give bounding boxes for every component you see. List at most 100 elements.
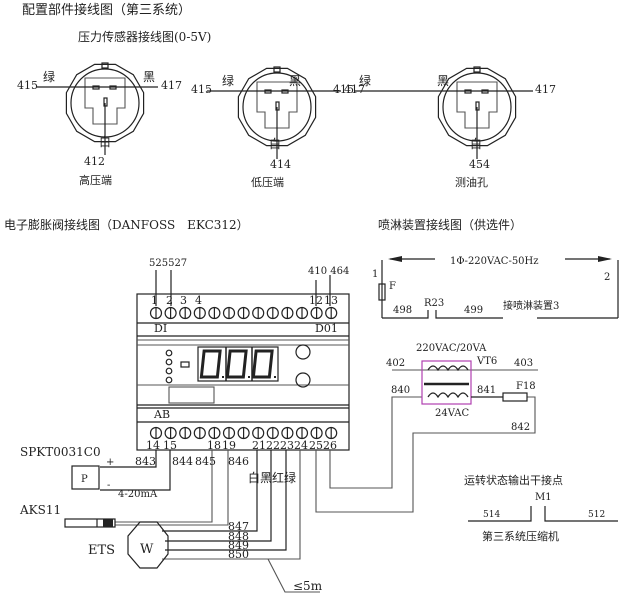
spray-device-label: 接喷淋装置3 bbox=[503, 299, 559, 312]
bottom-terminal-row bbox=[149, 426, 338, 440]
terminal-screw bbox=[281, 306, 294, 320]
wire-colors-label: 白黑红绿 bbox=[248, 470, 296, 485]
led bbox=[165, 376, 173, 384]
terminal-screw bbox=[164, 306, 177, 320]
minus-sign: - bbox=[107, 480, 110, 491]
color-label: 黑 bbox=[289, 74, 301, 88]
aks11-probe bbox=[64, 518, 116, 528]
plus-sign: + bbox=[106, 457, 114, 468]
color-label: 绿 bbox=[43, 69, 55, 84]
terminal-screw bbox=[193, 306, 206, 320]
terminal-screw bbox=[164, 426, 177, 440]
terminal-screw bbox=[295, 306, 309, 320]
terminal-screw bbox=[325, 306, 338, 320]
wire-845: 845 bbox=[195, 455, 216, 468]
wire-label: 417 bbox=[535, 83, 556, 96]
length-label: ≤5m bbox=[293, 579, 323, 593]
sensor-name: 低压端 bbox=[251, 176, 284, 189]
ekc-section-title: 电子膨胀阀接线图（DANFOSS EKC312） bbox=[4, 217, 249, 232]
display-digit bbox=[199, 349, 224, 379]
signal-label: 4-20mA bbox=[118, 489, 158, 500]
color-label: 白 bbox=[269, 136, 281, 151]
fuse-label: F bbox=[389, 281, 396, 292]
terminal-number: 2 bbox=[166, 294, 173, 307]
contact-right bbox=[544, 506, 618, 522]
terminal-number: 3 bbox=[180, 294, 187, 307]
transformer-rating: 220VAC/20VA bbox=[416, 343, 487, 354]
wire-844: 844 bbox=[172, 455, 193, 468]
spray-section-title: 喷淋装置接线图（供选件） bbox=[378, 217, 522, 232]
node-1: 1 bbox=[372, 269, 378, 280]
terminal-number: 15 bbox=[163, 439, 177, 452]
wire-514: 514 bbox=[483, 510, 500, 520]
motor-label: W bbox=[140, 542, 154, 557]
color-label: 绿 bbox=[359, 73, 371, 88]
sensor-section-title: 压力传感器接线图(0-5V) bbox=[78, 29, 211, 44]
button-up bbox=[295, 344, 311, 360]
top-wire-labels-left: 525527 bbox=[149, 258, 187, 269]
pressure-sensor-label: SPKT0031C0 bbox=[20, 445, 101, 459]
pressure-sensor-low: 415 绿 黑 417 白 414 低压端 bbox=[191, 66, 365, 189]
terminal-number: 21 bbox=[252, 439, 266, 452]
wire-label: 415 bbox=[333, 83, 354, 96]
node-2: 2 bbox=[604, 272, 610, 283]
fuse-f bbox=[378, 283, 386, 301]
terminal-screw bbox=[266, 306, 279, 320]
ets-label: ETS bbox=[88, 543, 115, 558]
contact-name: M1 bbox=[535, 492, 552, 503]
terminal-number: 13 bbox=[324, 294, 338, 307]
wire-label: 415 bbox=[191, 83, 212, 96]
fuse-f18 bbox=[502, 392, 528, 402]
top-wire-labels-right: 410 464 bbox=[308, 266, 349, 277]
led bbox=[165, 367, 173, 375]
transformer-vt6 bbox=[392, 360, 538, 405]
wire-848: 848 bbox=[228, 530, 249, 543]
terminal-screw bbox=[179, 306, 192, 320]
terminal-screw bbox=[310, 306, 323, 320]
wire-499: 499 bbox=[464, 305, 483, 316]
terminal-number: 1 bbox=[151, 294, 158, 307]
terminal-number: 19 bbox=[222, 439, 236, 452]
contact-caption: 第三系统压缩机 bbox=[482, 529, 559, 543]
ets-valve-motor bbox=[127, 521, 169, 569]
terminal-screw bbox=[252, 426, 265, 440]
wire-842: 842 bbox=[511, 422, 530, 433]
terminal-screw bbox=[149, 306, 163, 320]
color-label: 绿 bbox=[222, 73, 234, 88]
pressure-sensor-high: 415 绿 黑 417 白 412 高压端 bbox=[17, 62, 182, 187]
color-label: 白 bbox=[470, 136, 482, 151]
terminal-screw bbox=[295, 426, 309, 440]
p-label: P bbox=[81, 474, 88, 485]
sensor-name: 测油孔 bbox=[455, 175, 488, 189]
wire-label: 414 bbox=[270, 158, 291, 171]
terminal-screw bbox=[208, 426, 221, 440]
contact-title: 运转状态输出干接点 bbox=[464, 473, 563, 487]
terminal-screw bbox=[310, 426, 323, 440]
wire-label: 415 bbox=[17, 79, 38, 92]
terminal-screw bbox=[252, 306, 265, 320]
terminal-screw bbox=[222, 306, 236, 320]
wire-498: 498 bbox=[393, 305, 412, 316]
wire-849: 849 bbox=[228, 539, 249, 552]
led bbox=[165, 349, 173, 357]
pressure-transmitter bbox=[71, 465, 100, 490]
wire-846: 846 bbox=[228, 455, 249, 468]
wire-402: 402 bbox=[386, 358, 405, 369]
wire-label: 454 bbox=[469, 158, 490, 171]
wire-850: 850 bbox=[228, 548, 249, 561]
terminal-screw bbox=[237, 426, 250, 440]
wire-label: 417 bbox=[161, 79, 182, 92]
terminal-screw bbox=[222, 426, 236, 440]
contact-left bbox=[468, 506, 532, 522]
indicator bbox=[180, 361, 190, 368]
terminal-screw bbox=[179, 426, 192, 440]
color-label: 黑 bbox=[143, 70, 155, 84]
terminal-number: 26 bbox=[323, 439, 337, 452]
wire-840: 840 bbox=[391, 385, 410, 396]
di-label: DI bbox=[154, 322, 167, 335]
wire-label: 417 bbox=[344, 83, 365, 96]
ekc312-controller: DI D01 AB 1 2 3 4 12 13 14 15 18 19 21 2… bbox=[136, 293, 350, 452]
terminal-number: 24 bbox=[294, 439, 308, 452]
relay-label: R23 bbox=[424, 298, 444, 309]
